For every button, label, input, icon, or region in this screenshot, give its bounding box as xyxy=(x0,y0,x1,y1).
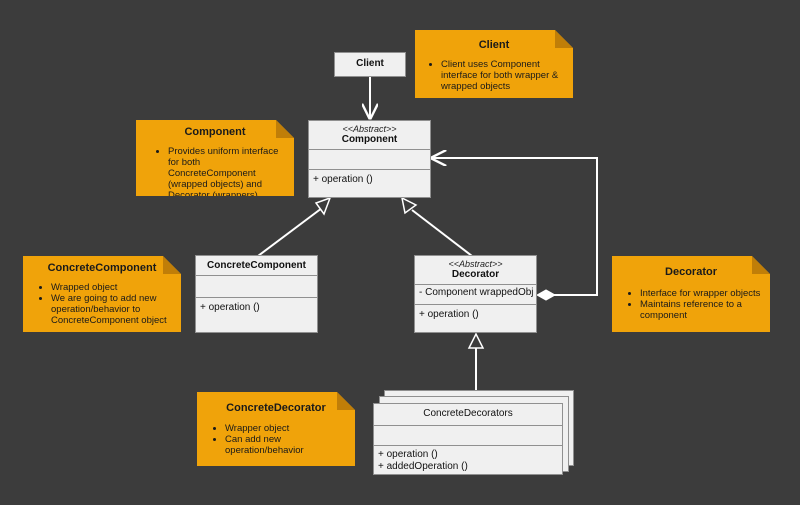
decorator-class[interactable]: <<Abstract>> Decorator - Component wrapp… xyxy=(414,255,537,333)
component-class-title: Component xyxy=(341,134,398,145)
note-concrete-component-item: Wrapped object xyxy=(51,282,175,293)
concrete-decorators-attributes xyxy=(374,425,562,445)
note-decorator: Decorator Interface for wrapper objects … xyxy=(612,256,770,332)
concrete-component-operation: + operation () xyxy=(200,302,260,313)
note-concrete-decorator-list: Wrapper object Can add new operation/beh… xyxy=(197,423,355,456)
aggregation-diamond xyxy=(535,289,557,301)
decorator-aggregation-line xyxy=(432,158,598,296)
note-client-list: Client uses Component interface for both… xyxy=(415,59,573,92)
decorator-operations: + operation () xyxy=(415,304,536,321)
decorator-attributes: - Component wrappedObj xyxy=(415,284,536,304)
concrete-component-operations: + operation () xyxy=(196,297,317,314)
decorator-stereotype: <<Abstract>> xyxy=(448,259,503,269)
concrete-decorators-class-title: ConcreteDecorators xyxy=(423,408,513,419)
note-component: Component Provides uniform interface for… xyxy=(136,120,294,196)
client-class[interactable]: Client xyxy=(334,52,406,77)
note-client-title: Client xyxy=(478,39,510,51)
decorator-attribute: - Component wrappedObj xyxy=(419,287,534,298)
note-concrete-component-item: We are going to add new operation/behavi… xyxy=(51,293,175,326)
note-concrete-decorator: ConcreteDecorator Wrapper object Can add… xyxy=(197,392,355,466)
note-concrete-component-list: Wrapped object We are going to add new o… xyxy=(23,282,181,326)
concrete-component-inheritance-line xyxy=(257,207,323,257)
decorator-operation: + operation () xyxy=(419,309,479,320)
note-decorator-list: Interface for wrapper objects Maintains … xyxy=(612,288,770,321)
decorator-class-title: Decorator xyxy=(451,269,500,280)
component-stereotype: <<Abstract>> xyxy=(342,124,397,134)
note-decorator-item: Maintains reference to a component xyxy=(640,299,764,321)
concrete-component-attributes xyxy=(196,275,317,297)
component-operations: + operation () xyxy=(309,169,430,186)
note-decorator-title: Decorator xyxy=(665,266,717,278)
concrete-decorators-operation: + operation () xyxy=(378,449,438,460)
client-class-title: Client xyxy=(356,58,384,69)
note-component-list: Provides uniform interface for both Conc… xyxy=(136,146,294,201)
concrete-decorators-class[interactable]: ConcreteDecorators + operation () + adde… xyxy=(373,403,563,475)
concrete-component-class[interactable]: ConcreteComponent + operation () xyxy=(195,255,318,333)
inheritance-arrowhead-1 xyxy=(314,196,332,216)
note-component-item: Provides uniform interface for both Conc… xyxy=(168,146,288,201)
component-class[interactable]: <<Abstract>> Component + operation () xyxy=(308,120,431,198)
inheritance-arrowhead-3 xyxy=(467,332,485,349)
note-component-title: Component xyxy=(184,126,246,138)
note-client-item: Client uses Component interface for both… xyxy=(441,59,565,92)
note-concrete-decorator-item: Wrapper object xyxy=(225,423,305,434)
decorator-inheritance-line xyxy=(411,209,473,257)
note-decorator-item: Interface for wrapper objects xyxy=(640,288,764,299)
component-operation: + operation () xyxy=(313,174,373,185)
concrete-decorators-added-operation: + addedOperation () xyxy=(378,461,468,472)
component-attributes xyxy=(309,149,430,169)
note-client: Client Client uses Component interface f… xyxy=(415,30,573,98)
inheritance-arrowhead-2 xyxy=(400,196,418,215)
note-concrete-component-title: ConcreteComponent xyxy=(47,262,157,274)
concrete-component-class-title: ConcreteComponent xyxy=(207,260,306,271)
note-concrete-decorator-item: Can add new operation/behavior xyxy=(225,434,305,456)
note-concrete-decorator-title: ConcreteDecorator xyxy=(226,402,326,414)
note-concrete-component: ConcreteComponent Wrapped object We are … xyxy=(23,256,181,332)
concrete-decorators-operations: + operation () + addedOperation () xyxy=(374,445,562,473)
